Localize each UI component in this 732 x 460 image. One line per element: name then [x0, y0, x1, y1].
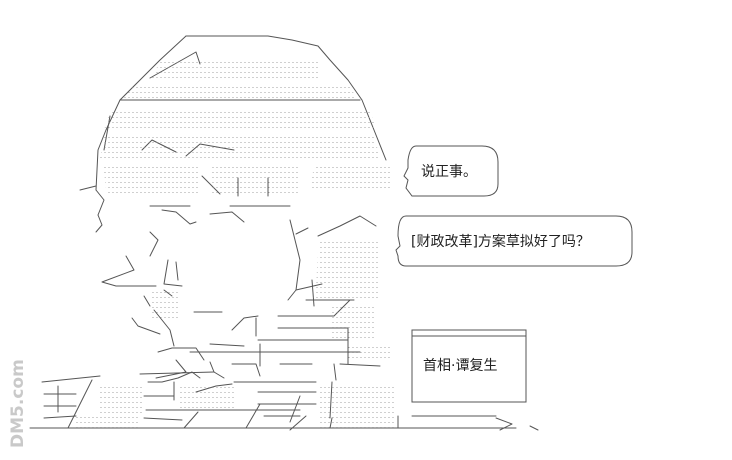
speech-bubble-1	[403, 145, 499, 197]
watermark-text: DM5.com	[8, 359, 28, 448]
caption-name-text: 首相·谭复生	[423, 358, 498, 374]
speech-bubble-2	[395, 215, 633, 267]
caption-box	[411, 329, 527, 403]
dm5-watermark-logo: DM5.com	[8, 359, 28, 448]
speech-bubble-2-text: [财政改革]方案草拟好了吗？	[411, 234, 590, 250]
speech-bubble-1-text: 说正事。	[421, 164, 477, 180]
